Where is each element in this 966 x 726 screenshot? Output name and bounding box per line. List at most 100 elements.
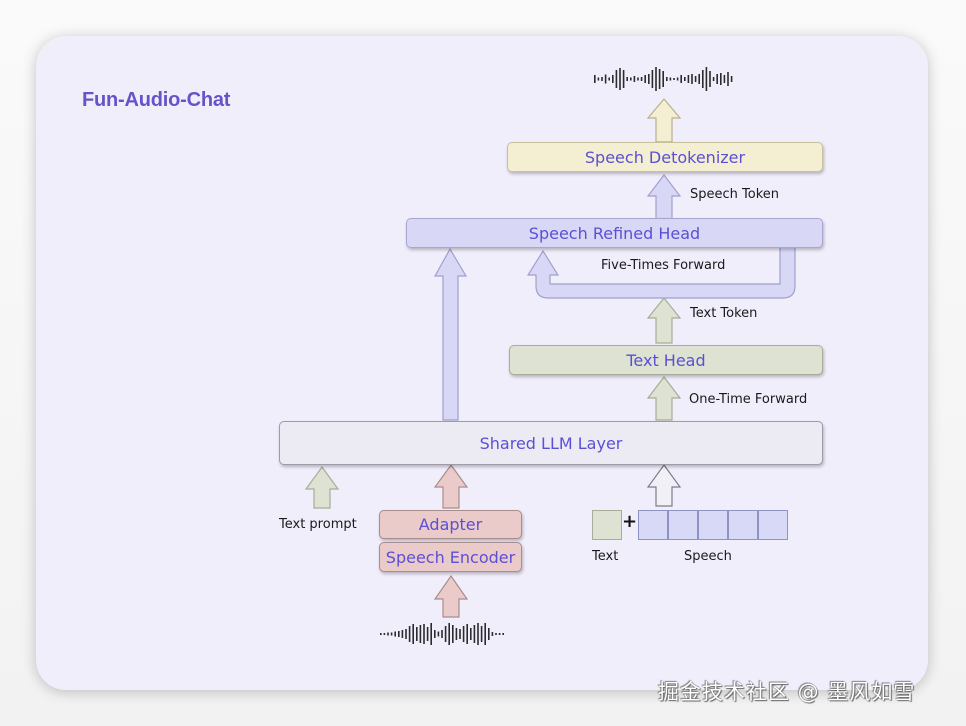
waveform-bar	[705, 67, 708, 91]
arrow-one-time-forward	[646, 376, 682, 421]
speech-token-label: Speech Token	[690, 187, 780, 202]
waveform-bar	[484, 623, 486, 645]
arrow-detokenizer-to-audio	[646, 98, 682, 143]
waveform-bar	[498, 633, 501, 635]
waveform-bar	[680, 75, 682, 83]
input-waveform-icon	[380, 623, 504, 645]
arrow-five-times-forward-loop	[526, 246, 796, 299]
speech-refined-head-block: Speech Refined Head	[406, 218, 823, 248]
text-input-label: Text	[592, 549, 619, 564]
waveform-bar	[669, 77, 672, 81]
speech-detokenizer-label: Speech Detokenizer	[584, 147, 746, 167]
waveform-bar	[419, 625, 422, 643]
waveform-bar	[644, 75, 646, 83]
waveform-bar	[380, 633, 382, 635]
speech-input-label: Speech	[684, 549, 732, 564]
arrow-speech-token	[646, 174, 682, 220]
waveform-bar	[720, 73, 722, 85]
waveform-bar	[723, 75, 726, 83]
speech-token-square	[758, 510, 788, 540]
text-head-label: Text Head	[626, 350, 706, 370]
waveform-bar	[459, 629, 461, 639]
waveform-bar	[698, 74, 700, 84]
waveform-bar	[455, 628, 458, 640]
five-times-forward-label: Five-Times Forward	[601, 258, 726, 273]
arrow-adapter-to-llm	[433, 463, 469, 509]
waveform-bar	[383, 633, 386, 635]
waveform-bar	[673, 78, 675, 80]
text-head-block: Text Head	[509, 345, 823, 375]
waveform-bar	[666, 77, 668, 81]
adapter-label: Adapter	[418, 515, 483, 534]
waveform-bar	[702, 70, 704, 88]
waveform-bar	[684, 77, 686, 81]
waveform-bar	[495, 633, 497, 635]
waveform-bar	[466, 624, 468, 644]
waveform-bar	[601, 77, 603, 81]
speech-token-square	[698, 510, 728, 540]
waveform-bar	[480, 626, 483, 642]
waveform-bar	[612, 75, 614, 83]
waveform-bar	[452, 625, 454, 643]
waveform-bar	[658, 69, 661, 89]
waveform-bar	[640, 77, 643, 81]
waveform-bar	[716, 74, 718, 84]
text-token-square	[592, 510, 622, 540]
shared-llm-layer-block: Shared LLM Layer	[279, 421, 823, 465]
waveform-bar	[594, 75, 596, 83]
waveform-bar	[473, 625, 476, 643]
waveform-bar	[390, 632, 393, 636]
arrow-text-token	[646, 297, 682, 344]
waveform-bar	[655, 67, 657, 91]
waveform-bar	[462, 626, 465, 642]
waveform-bar	[444, 626, 447, 642]
waveform-bar	[615, 70, 618, 88]
waveform-bar	[694, 76, 697, 82]
waveform-bar	[622, 70, 625, 88]
waveform-bar	[712, 77, 715, 81]
waveform-bar	[491, 632, 494, 636]
speech-detokenizer-block: Speech Detokenizer	[507, 142, 823, 172]
arrow-text-prompt	[304, 465, 340, 509]
output-waveform-icon	[594, 67, 733, 91]
waveform-bar	[633, 76, 636, 82]
waveform-bar	[470, 628, 472, 640]
waveform-bar	[730, 76, 733, 82]
speech-encoder-block: Speech Encoder	[379, 542, 522, 572]
waveform-bar	[448, 623, 450, 645]
waveform-bar	[426, 627, 429, 641]
one-time-forward-label: One-Time Forward	[689, 392, 808, 407]
waveform-bar	[709, 71, 711, 87]
waveform-bar	[394, 631, 396, 637]
waveform-bar	[619, 68, 621, 90]
waveform-bar	[434, 630, 436, 638]
waveform-bar	[608, 77, 610, 81]
waveform-bar	[437, 631, 440, 637]
waveform-bar	[477, 623, 479, 645]
waveform-bar	[676, 77, 679, 81]
waveform-bar	[408, 626, 411, 642]
waveform-bar	[387, 632, 389, 636]
arrow-tokens-to-llm	[646, 463, 682, 507]
shared-llm-layer-label: Shared LLM Layer	[479, 433, 623, 453]
waveform-bar	[398, 631, 400, 637]
waveform-bar	[727, 72, 729, 86]
watermark: 掘金技术社区 @ 墨风如雪	[658, 680, 916, 704]
waveform-bar	[416, 627, 418, 641]
waveform-bar	[597, 77, 600, 81]
waveform-bar	[441, 630, 443, 638]
plus-sign: +	[622, 511, 638, 532]
waveform-bar	[691, 74, 693, 84]
waveform-bar	[430, 623, 432, 645]
waveform-bar	[412, 624, 414, 644]
waveform-bar	[687, 75, 690, 83]
speech-token-square	[728, 510, 758, 540]
diagram-title: Fun-Audio-Chat	[82, 89, 231, 111]
speech-encoder-label: Speech Encoder	[385, 547, 516, 567]
text-prompt-label: Text prompt	[279, 517, 357, 532]
waveform-bar	[662, 71, 664, 87]
waveform-bar	[423, 624, 425, 644]
arrow-audio-to-encoder	[433, 574, 469, 618]
waveform-bar	[502, 633, 504, 635]
